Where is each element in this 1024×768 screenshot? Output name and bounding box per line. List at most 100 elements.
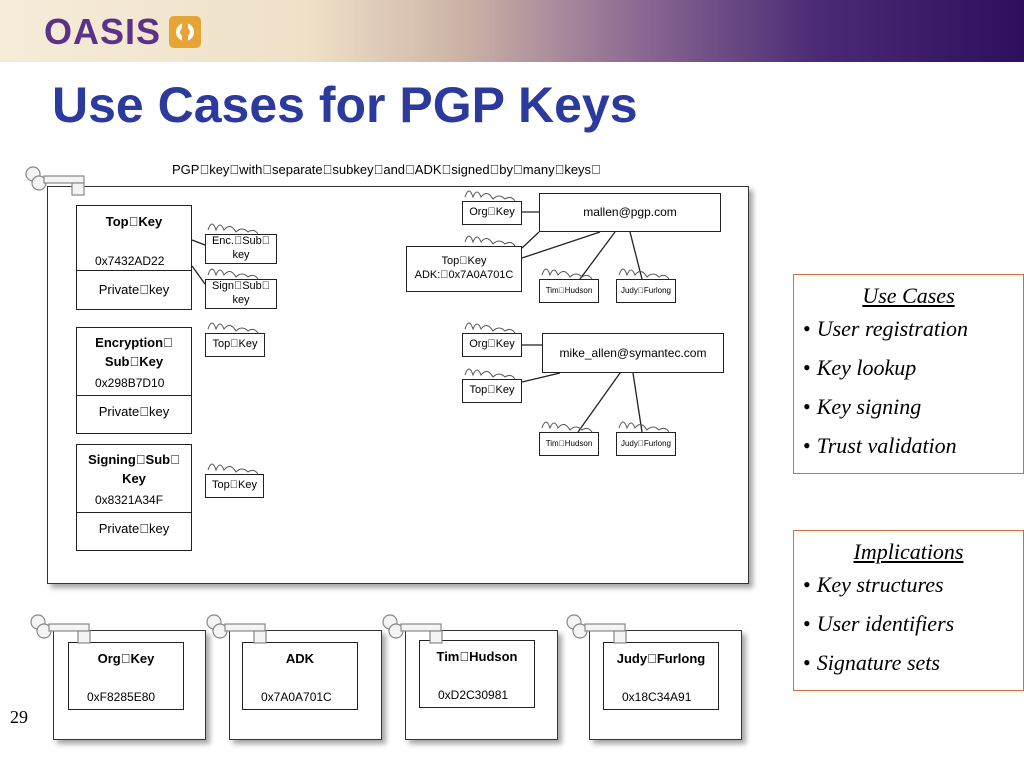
signing-subkey-title-2: Key [122,471,146,486]
judy-furlong-box: Judy Furlong 0x18C34A91 [603,642,719,710]
implication-item: •User identifiers [803,611,955,636]
use-case-text: User registration [816,316,969,341]
connector-email1-topkey [521,231,540,249]
implication-item: •Signature sets [803,650,940,675]
uid2-sig-judy-furlong: Judy Furlong [616,432,676,456]
judy-furlong-title: Judy Furlong [616,651,706,666]
key-icon-judy [566,614,627,644]
use-case-text: Trust validation [816,433,957,458]
uid1-sig-org-key: Org Key [462,201,522,225]
adk-id: 0x7A0A701C [261,690,332,704]
top-key-private-label: Private key [98,282,170,297]
signing-subkey-private: Private key [76,512,192,551]
scribble-uid1-judy [618,268,670,280]
uid1-sig-top-line1: Top Key [441,255,487,268]
diagram-caption: PGP key with separate subkey and ADK sig… [172,162,601,177]
encryption-subkey-box: Encryption  Sub Key 0x298B7D10 [76,327,192,396]
encryption-subkey-private-label: Private key [98,404,170,419]
uid2-sig-org-key: Org Key [462,333,522,357]
implications-panel: Implications •Key structures •User ident… [793,530,1024,691]
connector-topkey-sign [191,265,206,285]
key-icon-tim [382,614,443,644]
org-key-title: Org Key [97,651,155,666]
key-icon-main [25,166,85,196]
org-key-box: Org Key 0xF8285E80 [68,642,184,710]
key-icon-org [30,614,91,644]
implications-title: Implications [853,539,964,564]
signing-subkey-box: Signing Sub  Key 0x8321A34F [76,444,192,513]
uid2-sig-tim-hudson: Tim Hudson [539,432,599,456]
connector-email2-judy [632,372,643,433]
adk-title: ADK [285,651,315,666]
use-cases-panel: Use Cases •User registration •Key lookup… [793,274,1024,474]
implication-item: •Key structures [803,572,944,597]
use-case-item: •Trust validation [803,433,957,458]
sig-top-key-sign: Top Key [205,474,264,498]
implication-text: Signature sets [816,650,940,675]
signature-scribble-icon [207,190,670,475]
scribble-uid2-org [464,322,516,334]
signing-subkey-private-label: Private key [98,521,170,536]
adk-box: ADK 0x7A0A701C [242,642,358,710]
use-case-item: •Key lookup [803,355,917,380]
org-key-id: 0xF8285E80 [87,690,156,704]
encryption-subkey-id: 0x298B7D10 [95,376,165,390]
top-key-box: Top Key 0x7432AD22 [76,205,192,271]
connector-topkey-enc [191,239,206,246]
scribble-top-enc [207,322,259,334]
implication-text: User identifiers [816,611,955,636]
uid2-sig-top-key: Top Key [462,379,522,403]
connector-email2-top [521,372,561,383]
key-icon-adk [206,614,267,644]
logo-text: OASIS [44,11,162,52]
signing-subkey-id: 0x8321A34F [95,493,164,507]
uid1-email: mallen@pgp.com [539,193,721,232]
connector-email1-topkey-b [521,231,601,259]
scribble-sign [207,268,259,280]
sig-enc-subkey: Enc. Sub  key [205,234,277,264]
page-number: 29 [10,707,28,727]
oasis-logo: OASIS [44,10,202,54]
scribble-uid2-tim [541,421,593,433]
uid1-sig-top-key: Top Key ADK: 0x7A0A701C [406,246,522,292]
uid2-email-text: mike_allen@symantec.com [559,346,707,360]
connector-email1-judy [629,231,643,280]
uid1-email-text: mallen@pgp.com [583,205,677,219]
encryption-subkey-title-1: Encryption  [95,335,173,350]
use-case-text: Key signing [816,394,922,419]
scribble-top-sign [207,463,259,475]
top-key-private: Private key [76,270,192,310]
sig-top-key-enc: Top Key [205,333,265,357]
uid1-sig-judy-furlong: Judy Furlong [616,279,676,303]
use-case-item: •Key signing [803,394,922,419]
connector-email2-tim [577,372,621,433]
encryption-subkey-private: Private key [76,395,192,434]
uid1-sig-tim-hudson: Tim Hudson [539,279,599,303]
uid1-sig-top-line2: ADK: 0x7A0A701C [414,269,514,281]
tim-hudson-id: 0xD2C30981 [438,688,509,702]
use-case-text: Key lookup [816,355,917,380]
connector-email1-tim [579,231,616,280]
key-icon [25,166,627,644]
scribble-uid1-org [464,190,516,202]
slide-title: Use Cases for PGP Keys [52,77,638,133]
sig-sign-subkey-line2: key [232,294,250,306]
use-case-item: •User registration [803,316,969,341]
uid2-email: mike_allen@symantec.com [542,333,724,373]
sig-enc-subkey-line1: Enc. Sub  [211,235,271,248]
tim-hudson-title: Tim Hudson [436,649,518,664]
signing-subkey-title-1: Signing Sub  [88,452,180,467]
scribble-uid1-top [464,235,516,247]
sig-sign-subkey-line1: Sign Sub  [211,280,271,293]
scribble-uid2-judy [618,421,670,433]
sig-sign-subkey: Sign Sub  key [205,279,277,309]
tim-hudson-box: Tim Hudson 0xD2C30981 [419,640,535,708]
scribble-uid2-top [464,368,516,380]
sig-enc-subkey-line2: key [232,249,250,261]
scribble-enc [207,223,259,235]
use-cases-title: Use Cases [862,283,955,308]
scribble-uid1-tim [541,268,593,280]
top-key-id: 0x7432AD22 [95,254,165,268]
top-key-title: Top Key [105,214,163,229]
